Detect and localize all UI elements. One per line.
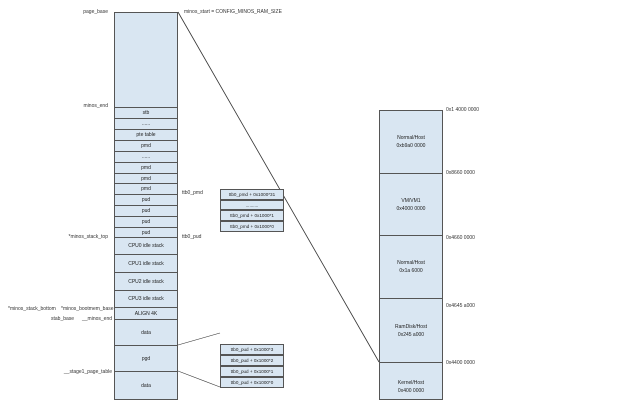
- segment-dots-2: ......: [114, 151, 178, 162]
- segment-pgd: pgd: [114, 345, 178, 371]
- segment-pud-1: pud: [114, 194, 178, 205]
- pmd-entry-dots: ..........: [220, 200, 284, 210]
- addr-label-1: 0x1 4000 0000: [446, 107, 480, 113]
- segment-pte-table: pte table: [114, 129, 178, 140]
- segment-stb: stb: [114, 107, 178, 118]
- addr-label-4: 0x4645 a000: [446, 303, 475, 309]
- page-base-label: page_base: [83, 9, 108, 15]
- addr-label-2: 0x8660 0000: [446, 170, 475, 176]
- segment-pmd-3: pmd: [114, 173, 178, 184]
- minos-stack-bottom-label: *minos_stack_bottom: [8, 306, 56, 312]
- segment-pmd-4: pmd: [114, 183, 178, 194]
- stab-base-label: stab_base: [51, 316, 75, 322]
- segment-cpu1-stack: CPU1 idle stack: [114, 254, 178, 272]
- segment-align-4k: ALIGN 4K: [114, 307, 178, 319]
- pud-entry-1: ttb0_pud + 0x1000*1: [220, 366, 284, 377]
- segment-pud-4: pud: [114, 227, 178, 237]
- map-line-start: [177, 11, 380, 363]
- pmd-entry-0: ttb0_pmd + 0x1000*0: [220, 221, 284, 232]
- physical-memory-column: [379, 110, 443, 400]
- pud-entry-0: ttb0_pud + 0x1000*0: [220, 377, 284, 388]
- segment-cpu2-stack: CPU2 idle stack: [114, 272, 178, 290]
- pgd-link-upper: [177, 332, 221, 346]
- minos-end-2-label: __minos_end: [82, 316, 113, 322]
- segment-cpu3-stack: CPU3 idle stack: [114, 290, 178, 307]
- segment-data-2: data: [114, 371, 178, 400]
- pud-entry-2: ttb0_pud + 0x1000*2: [220, 355, 284, 366]
- segment-dots-1: ......: [114, 118, 178, 129]
- segment-pmd-1: pmd: [114, 140, 178, 151]
- addr-label-5: 0x4400 0000: [446, 360, 475, 366]
- stage1-page-table-label: __stage1_page_table: [63, 369, 112, 375]
- ttb0-pud-label: ttb0_pud: [182, 234, 202, 240]
- pmd-entry-31: ttb0_pmd + 0x1000*31: [220, 189, 284, 200]
- pmd-entry-1: ttb0_pmd + 0x1000*1: [220, 210, 284, 221]
- minos-stack-top-label: *minos_stack_top: [68, 234, 108, 240]
- minos-end-label: minos_end: [83, 103, 108, 109]
- addr-label-3: 0x4660 0000: [446, 235, 475, 241]
- minos-start-label: minos_start = CONFIG_MINOS_RAM_SIZE: [184, 9, 282, 15]
- minos-bootmem-base-label: *minos_bootmem_base: [61, 306, 114, 312]
- segment-pud-3: pud: [114, 216, 178, 227]
- pud-entry-3: ttb0_pud + 0x1000*3: [220, 344, 284, 355]
- segment-cpu0-stack: CPU0 idle stack: [114, 237, 178, 254]
- segment-data-1: data: [114, 319, 178, 345]
- memory-column: [114, 12, 178, 400]
- segment-pmd-2: pmd: [114, 162, 178, 173]
- pgd-link-lower: [177, 370, 221, 388]
- segment-pud-2: pud: [114, 205, 178, 216]
- ttb0-pmd-label: ttb0_pmd: [182, 190, 203, 196]
